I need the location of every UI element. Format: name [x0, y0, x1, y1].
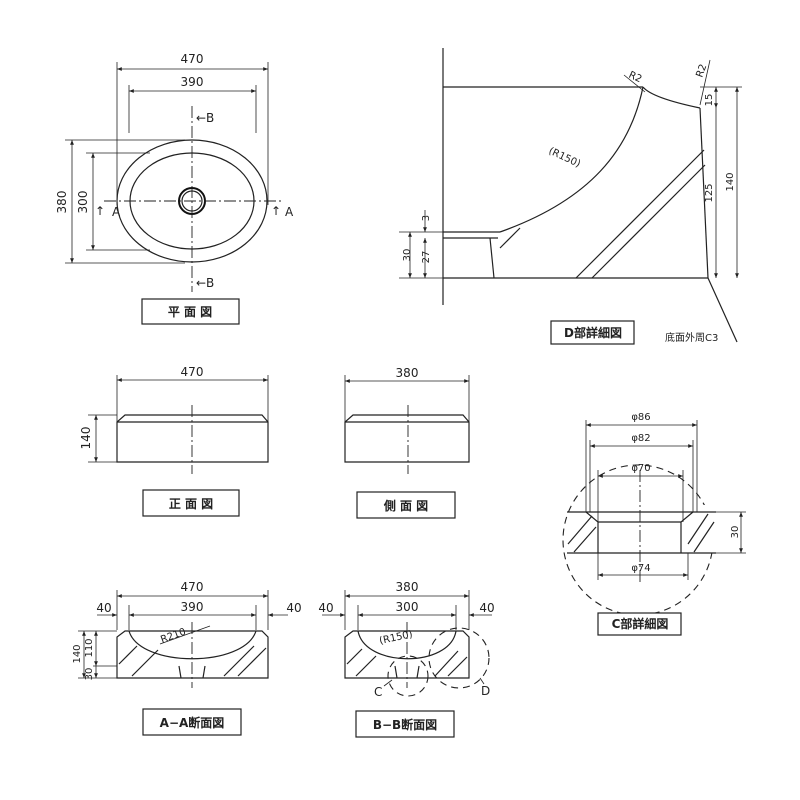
section-aa-dim-inner: 390: [181, 600, 204, 614]
section-aa-dim-left: 40: [96, 601, 111, 615]
section-bb-dim-right: 40: [479, 601, 494, 615]
section-aa-dim-140: 140: [72, 644, 83, 663]
section-bb-view: 380 300 40 40 (R150) C D B−B断面図: [318, 580, 495, 738]
side-title-box: [356, 491, 456, 519]
detail-d-note: 底面外周C3: [665, 331, 718, 344]
plan-arrow-a-right: ↑: [271, 204, 281, 218]
section-aa-dim-30: 30: [84, 668, 95, 681]
detail-c-title: C部詳細図: [612, 616, 669, 631]
detail-d-dim-15: 15: [704, 94, 715, 107]
section-aa-title: A−A断面図: [160, 715, 225, 730]
detail-d-title: D部詳細図: [564, 325, 622, 340]
detail-c-d82: φ82: [631, 433, 650, 444]
detail-d-view: 15 125 140 3 27 30 R2 R2 (R150) D部詳細図 底面…: [399, 48, 742, 345]
section-bb-title: B−B断面図: [373, 717, 437, 732]
detail-d-dim-27: 27: [421, 251, 432, 264]
plan-section-b-bottom: ←B: [196, 276, 214, 290]
section-bb-dim-outer: 380: [396, 580, 419, 594]
detail-d-title-box: [550, 320, 635, 345]
side-title: 側 面 図: [383, 498, 428, 513]
section-bb-dim-inner: 300: [396, 600, 419, 614]
section-bb-radius: (R150): [378, 629, 413, 647]
detail-c-d86: φ86: [631, 412, 650, 423]
section-aa-title-box: [142, 708, 242, 736]
front-view: 470 140 正 面 図: [79, 365, 269, 517]
plan-dim-width-outer: 470: [181, 52, 204, 66]
front-dim-width: 470: [181, 365, 204, 379]
plan-section-a-right: A: [285, 205, 294, 219]
section-aa-dim-outer: 470: [181, 580, 204, 594]
detail-c-dim-30: 30: [730, 526, 741, 539]
section-bb-callout-d: D: [481, 684, 490, 698]
detail-d-r150: (R150): [547, 146, 582, 170]
section-bb-dim-left: 40: [318, 601, 333, 615]
plan-dim-width-inner: 390: [181, 75, 204, 89]
detail-c-d70: φ70: [631, 463, 650, 474]
plan-section-b-top: ←B: [196, 111, 214, 125]
section-aa-dim-right: 40: [286, 601, 301, 615]
detail-d-dim-140: 140: [725, 172, 736, 191]
detail-d-dim-30: 30: [402, 249, 413, 262]
plan-section-a-left: A: [112, 205, 121, 219]
plan-arrow-a-left: ↑: [95, 204, 105, 218]
section-aa-dim-110: 110: [84, 638, 95, 657]
detail-d-r2-right: R2: [694, 63, 709, 79]
plan-view: 470 390 380 300 ←B ←B ↑ A ↑ A 平 面 図: [55, 52, 294, 325]
section-bb-callout-c: C: [374, 685, 382, 699]
detail-c-title-box: [597, 612, 682, 636]
section-bb-title-box: [355, 710, 455, 738]
plan-title: 平 面 図: [168, 305, 212, 319]
side-view: 380 側 面 図: [344, 366, 470, 519]
front-title: 正 面 図: [169, 497, 213, 511]
detail-d-dim-125: 125: [704, 183, 715, 202]
plan-dim-height-inner: 300: [76, 191, 90, 214]
detail-c-view: φ86 φ82 φ70 φ74 30 C部詳細図: [562, 412, 746, 636]
plan-dim-height-outer: 380: [55, 191, 69, 214]
detail-c-d74: φ74: [631, 563, 650, 574]
detail-d-r2-left: R2: [627, 70, 644, 86]
detail-d-dim-3: 3: [421, 215, 432, 221]
side-dim-width: 380: [396, 366, 419, 380]
section-aa-view: 470 390 40 40 R210 140 110 30 A−A断面図: [72, 580, 302, 736]
front-dim-height: 140: [79, 427, 93, 450]
section-aa-radius: R210: [159, 627, 187, 646]
plan-title-box: [141, 298, 240, 325]
front-title-box: [142, 489, 240, 517]
